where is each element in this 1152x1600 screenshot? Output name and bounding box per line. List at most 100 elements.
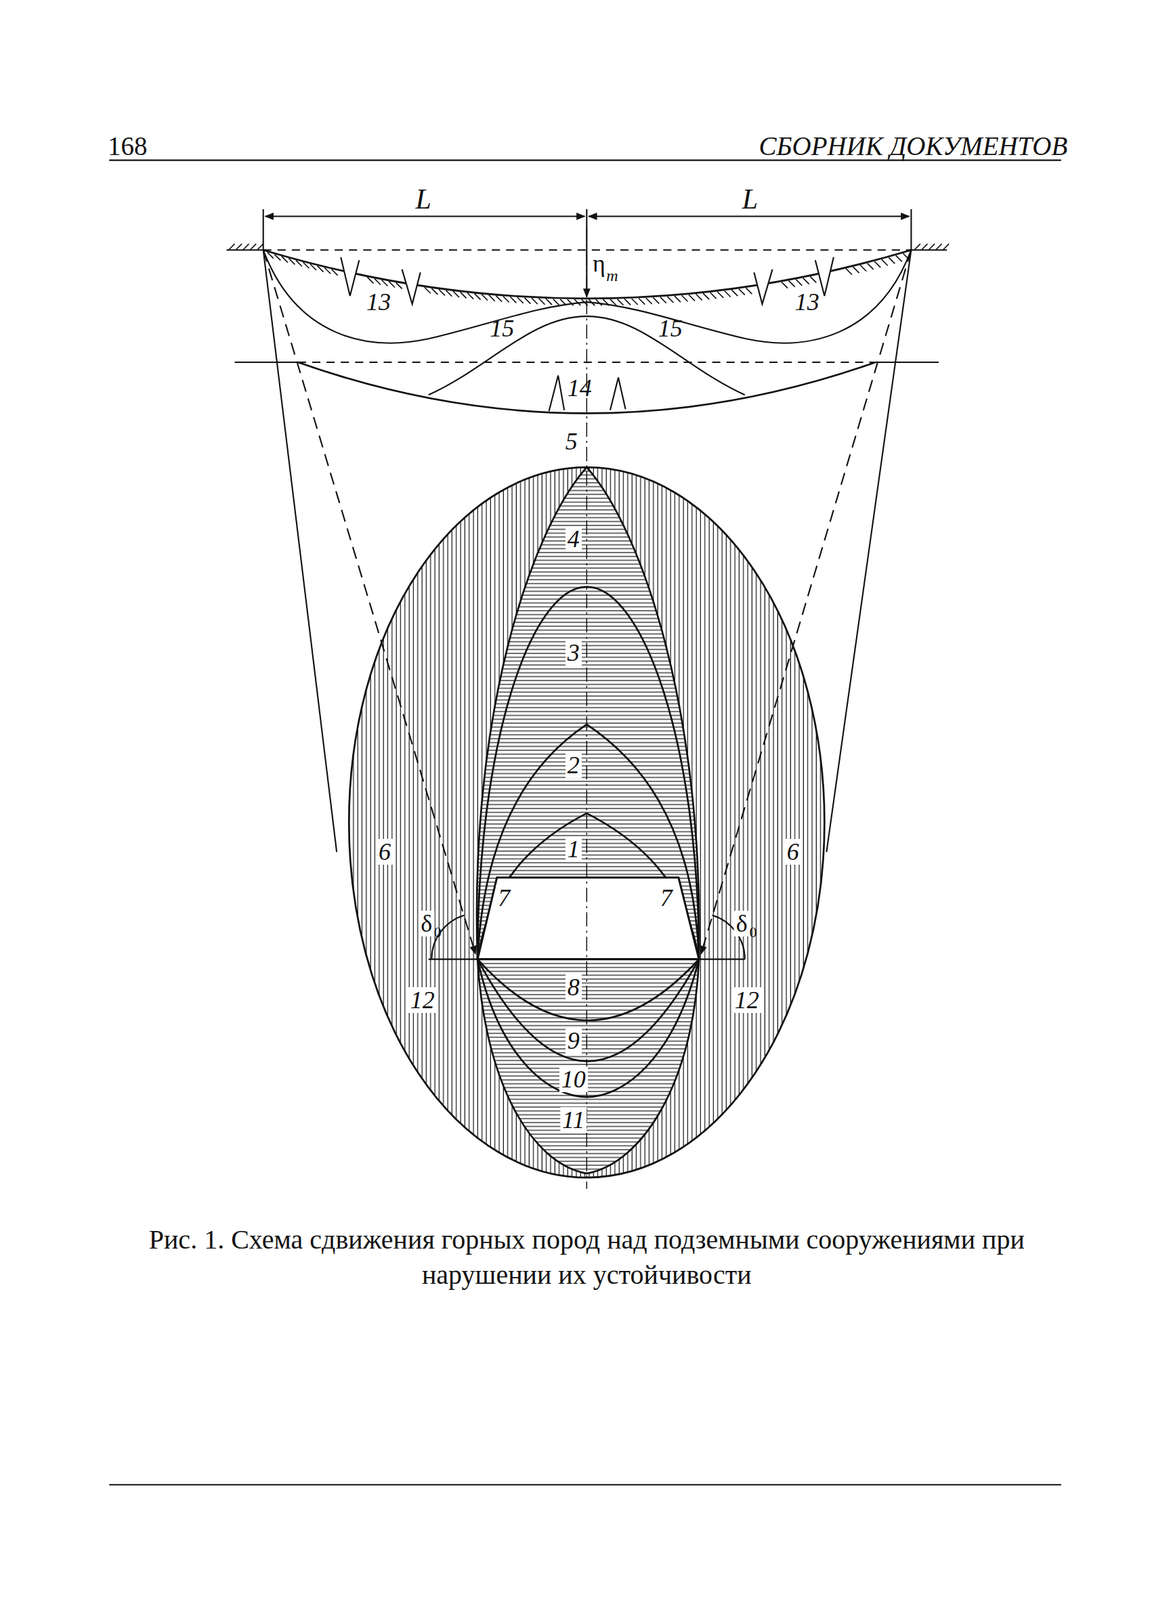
ground-hatch [902, 253, 909, 260]
displacement-angle-line [700, 249, 911, 955]
boundary-line [263, 249, 337, 852]
callout-number: η [592, 251, 606, 276]
ground-hatch [595, 299, 603, 306]
ground-hatch [896, 255, 903, 262]
zone-curve [477, 959, 699, 1098]
callout-number: δ [734, 910, 750, 937]
ground-hatch [495, 295, 502, 303]
ground-hatch [302, 262, 309, 269]
ground-hatch [267, 252, 274, 259]
ground-hatch [503, 295, 510, 303]
ground-hatch [431, 288, 438, 295]
callout-number: 5 [563, 428, 580, 455]
zone-curve [477, 587, 699, 960]
ground-hatch [803, 278, 810, 285]
zone-curve [477, 724, 699, 960]
ground-hatch [288, 258, 295, 265]
ground-hatch [788, 281, 796, 288]
ground-hatch [539, 298, 546, 305]
ground-hatch [545, 298, 552, 305]
crack [340, 257, 359, 296]
callout-number: 13 [795, 289, 820, 315]
ground-hatch [724, 290, 731, 297]
ground-hatch [674, 295, 681, 303]
lower-lens [477, 959, 699, 1174]
ground-hatch [696, 293, 703, 301]
boundary-line [826, 249, 911, 852]
ground-hatch [581, 299, 588, 306]
ground-hatch [795, 279, 802, 286]
ground-hatch [646, 297, 653, 305]
ground-hatch [474, 293, 481, 301]
callout-number: 2 [565, 752, 582, 779]
callout-number: 9 [565, 1028, 582, 1054]
ground-hatch [942, 243, 949, 250]
ground-hatch [731, 289, 738, 296]
ground-hatch [331, 269, 338, 276]
ground-hatch [274, 254, 281, 261]
crack [753, 269, 773, 305]
lens-ground [476, 467, 699, 959]
ground-hatch [295, 260, 303, 267]
callout-number: δ [418, 910, 435, 937]
ground-hatch [867, 263, 874, 270]
running-header: 168 [107, 132, 148, 160]
ground-hatch [388, 281, 395, 288]
extension-line [910, 209, 912, 250]
callout-number: 14 [567, 375, 592, 401]
axis-line [586, 226, 588, 1190]
ground-hatch [610, 299, 617, 306]
ground-hatch [881, 259, 888, 266]
ground-hatch [588, 299, 595, 306]
ground-hatch [281, 256, 288, 263]
callout-number: 6 [376, 839, 393, 865]
header-rule [109, 159, 1062, 162]
ground-hatch [809, 276, 817, 283]
ground-hatch [921, 243, 928, 250]
callout-number: 15 [658, 316, 683, 341]
ground-hatch [617, 299, 624, 306]
ground-hatch [624, 298, 631, 305]
extension-line [585, 209, 588, 227]
ground-hatch [638, 297, 645, 305]
running-header: СБОРНИК ДОКУМЕНТОВ [759, 132, 1069, 160]
ground-hatch [567, 299, 574, 306]
ground-hatch [459, 291, 466, 298]
ground-hatch [935, 243, 943, 250]
ground-hatch [488, 295, 496, 302]
ground-hatch [710, 292, 717, 299]
dimension-line [265, 215, 586, 217]
footer-rule [109, 1484, 1062, 1486]
ground-hatch [317, 266, 324, 273]
ground-hatch [517, 297, 524, 304]
ground-hatch [781, 282, 788, 289]
callout-number: 10 [559, 1066, 588, 1093]
ground-hatch [745, 287, 752, 294]
callout-number: 13 [366, 289, 391, 315]
ground-hatch [652, 297, 659, 304]
ground-hatch [874, 261, 881, 268]
callout-number: m [606, 267, 618, 284]
ground-hatch [324, 267, 331, 274]
dimension-line [588, 215, 909, 217]
upper-lens [476, 467, 699, 959]
ground-hatch [717, 291, 724, 298]
ground-hatch [367, 276, 374, 284]
ground-hatch [681, 295, 688, 302]
ground-hatch [424, 287, 431, 294]
ground-hatch [560, 299, 567, 306]
ground-hatch [702, 293, 710, 300]
ground-hatch [602, 299, 609, 306]
ground-hatch [531, 297, 538, 305]
ground-hatch [374, 278, 381, 285]
ground-hatch [235, 243, 242, 250]
ground-hatch [257, 243, 264, 250]
ground-hatch [928, 243, 935, 250]
callout-number: 12 [732, 987, 762, 1014]
callout-number: 12 [408, 987, 437, 1014]
ground-hatch [445, 290, 452, 297]
ground-hatch [509, 296, 517, 303]
callout-number: 1 [565, 836, 582, 863]
angle-arc [431, 915, 464, 960]
